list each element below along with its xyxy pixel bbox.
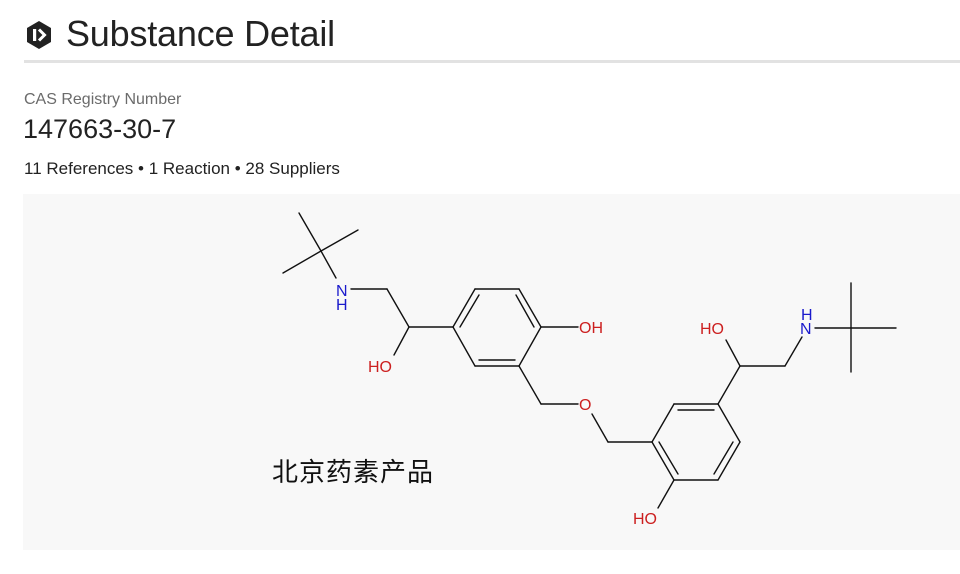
atom-label-nitrogen: N: [336, 283, 348, 300]
stats-separator: •: [133, 159, 149, 178]
atom-label-ether-oxygen: O: [579, 397, 591, 414]
stats-separator: •: [230, 159, 246, 178]
page-header: Substance Detail: [24, 8, 960, 60]
references-link[interactable]: 11 References: [24, 159, 134, 178]
cas-registry-number: 147663-30-7: [23, 114, 177, 144]
reactions-link[interactable]: 1 Reaction: [148, 159, 230, 178]
suppliers-link[interactable]: 28 Suppliers: [245, 159, 340, 178]
cas-registry-label: CAS Registry Number: [24, 91, 182, 108]
structure-diagram-panel: N H HO OH O HO H N HO: [23, 194, 960, 550]
header-divider: [24, 60, 960, 63]
atom-label-hydrogen: H: [336, 297, 348, 314]
page-title: Substance Detail: [66, 13, 335, 54]
cas-hexagon-logo-icon: [27, 21, 51, 49]
atom-label-nitrogen: N: [800, 321, 812, 338]
atom-label-hydroxyl: HO: [368, 359, 392, 376]
watermark-text: 北京药素产品: [272, 458, 435, 488]
atom-label-hydrogen: H: [801, 307, 813, 324]
atom-label-hydroxyl: HO: [633, 511, 657, 528]
atom-label-hydroxyl: OH: [579, 320, 603, 337]
atom-label-hydroxyl: HO: [700, 321, 724, 338]
substance-stats: 11 References • 1 Reaction • 28 Supplier…: [24, 159, 340, 179]
chemical-structure-diagram: N H HO OH O HO H N HO: [282, 212, 897, 528]
